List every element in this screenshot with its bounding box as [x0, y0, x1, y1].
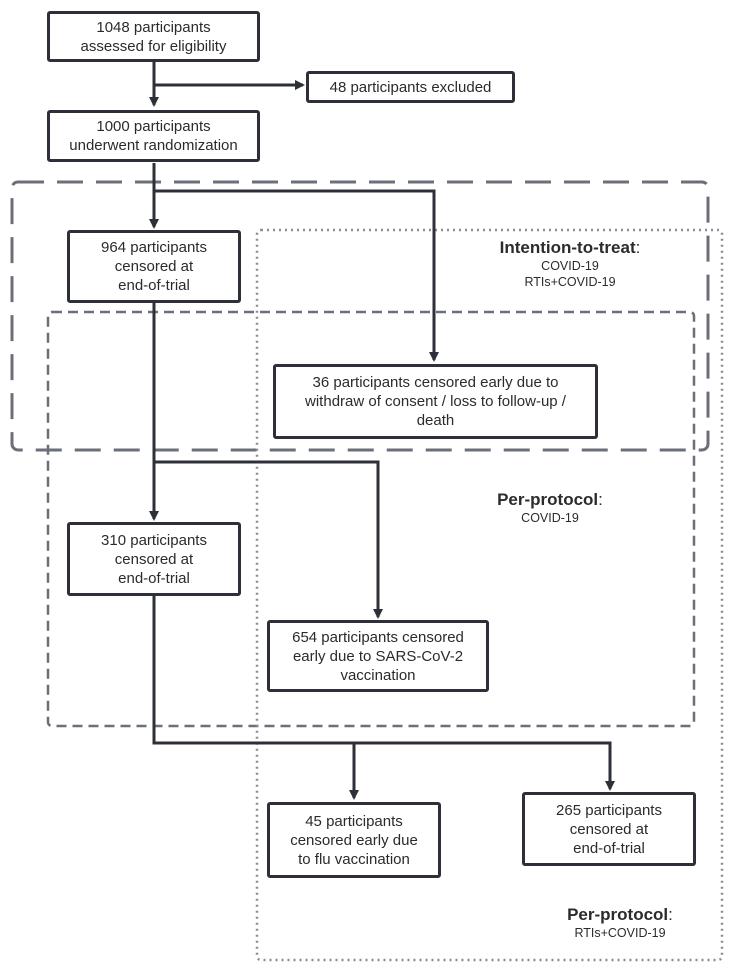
pp-covid-region-title: Per-protocol [497, 490, 599, 509]
box-assessed-text: 1048 participants assessed for eligibili… [80, 18, 227, 55]
box-itt-end-text: 964 participants censored at end-of-tria… [101, 239, 207, 294]
arrow-to-itt-early [154, 189, 439, 362]
box-excluded: 48 participants excluded [306, 71, 515, 103]
arrow-to-pp-early [154, 460, 383, 619]
box-randomized-text: 1000 participants underwent randomizatio… [69, 118, 238, 154]
pp-covid-region-outcomes: COVID-19 [521, 511, 579, 525]
box-pp-early-text: 654 participants censored early due to S… [292, 628, 464, 684]
box-final-end-text: 265 participants censored at end-of-tria… [556, 801, 662, 857]
pp-covid-region-colon: : [598, 490, 603, 509]
itt-region-title: Intention-to-treat [499, 238, 636, 257]
box-final-end: 265 participants censored at end-of-tria… [522, 792, 696, 866]
pp-covid-region-label: Per-protocol: COVID-19 [450, 490, 650, 526]
pp-rti-region-border [255, 228, 724, 962]
itt-region-label: Intention-to-treat: COVID-19 RTIs+COVID-… [440, 238, 700, 290]
itt-region-outcomes: COVID-19 RTIs+COVID-19 [524, 259, 616, 289]
box-excluded-text: 48 participants excluded [329, 78, 492, 96]
itt-region-border [10, 180, 710, 452]
box-pp-end: 310 participants censored at end-of-tria… [67, 522, 241, 596]
pp-rti-region-colon: : [668, 905, 673, 924]
box-itt-early-text: 36 participants censored early due to wi… [305, 374, 566, 429]
box-pp-end-text: 310 participants censored at end-of-tria… [101, 531, 207, 587]
box-pp-early: 654 participants censored early due to S… [267, 620, 489, 692]
box-flu-early: 45 participants censored early due to fl… [267, 802, 441, 878]
arrow-pp-end-split [152, 596, 615, 791]
itt-region-colon: : [635, 238, 641, 257]
pp-rti-region-title: Per-protocol [567, 905, 669, 924]
box-itt-early: 36 participants censored early due to wi… [273, 364, 598, 439]
box-itt-end: 964 participants censored at end-of-tria… [67, 230, 241, 303]
pp-rti-region-outcomes: RTIs+COVID-19 [574, 926, 666, 940]
box-flu-early-text: 45 participants censored early due to fl… [290, 812, 418, 868]
box-randomized: 1000 participants underwent randomizatio… [47, 110, 260, 162]
pp-rti-region-label: Per-protocol: RTIs+COVID-19 [530, 905, 710, 941]
box-assessed: 1048 participants assessed for eligibili… [47, 11, 260, 62]
